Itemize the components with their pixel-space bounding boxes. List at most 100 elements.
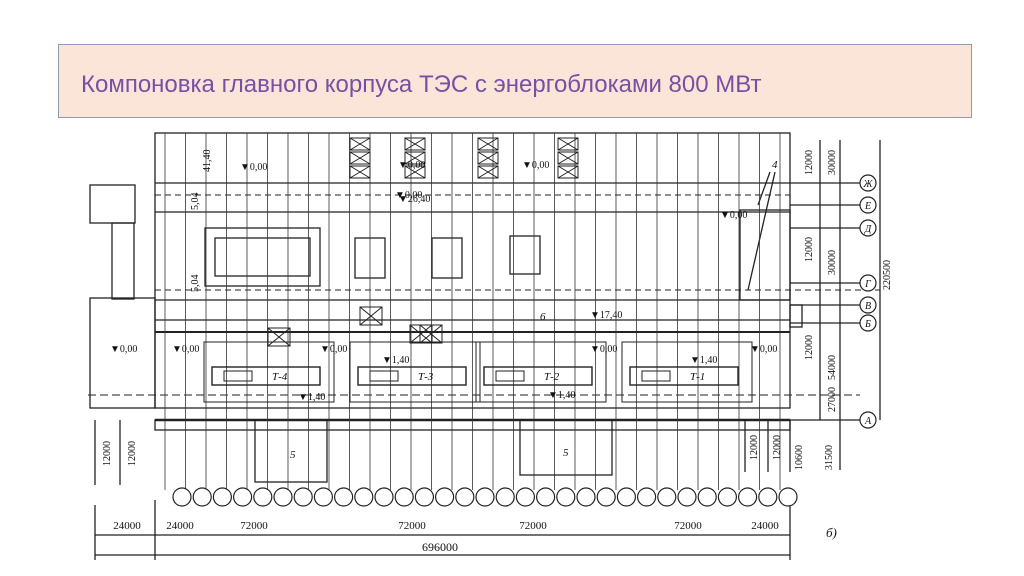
axis-marker [859,411,877,429]
turbine-label: Т-3 [418,371,434,383]
callout-number: 4 [772,159,778,171]
foundation-circle [414,487,434,507]
bottom-dim: 24000 [113,520,141,532]
box-cross [477,137,499,151]
bottom-right-dim: 10600 [794,445,805,470]
elevation-label: ▼0,00 [522,160,549,171]
foundation-circle [616,487,637,507]
bottom-right-dim: 12000 [749,435,760,460]
axis-marker [859,196,877,214]
box-cross [349,165,371,179]
foundation-circle [253,487,273,507]
foundation-circle [394,487,414,507]
box-cross [557,165,579,179]
equipment-box [349,151,371,165]
right-dim-total: 220500 [882,260,893,290]
title-banner: Компоновка главного корпуса ТЭС с энерго… [58,44,972,118]
box-cross [557,151,579,165]
turbine-casing [357,366,467,386]
vertical-mark: 5,04 [190,275,201,293]
foundation-circle [475,487,495,507]
turbine-bay [349,341,481,403]
equipment-box [557,137,579,151]
right-dim-inner: 12000 [804,237,815,262]
turbine-bay [475,341,607,403]
foundation-circle [313,487,333,507]
vertical-mark: 41,40 [202,150,213,173]
axis-label: Е [864,201,871,212]
turbine-casing [211,366,321,386]
elevation-label: ▼0,00 [395,190,422,201]
turbine-bay [621,341,753,403]
axis-marker [859,314,877,332]
equipment-box [267,327,291,347]
equipment-box [349,165,371,179]
turbine-label: Т-2 [544,371,560,383]
elevation-label: ▼17,40 [590,310,622,321]
axis-marker [859,174,877,192]
bottom-dim: 72000 [674,520,702,532]
equipment-box [359,306,383,326]
turbine-label: Т-1 [690,371,705,383]
foundation-circle [192,487,212,507]
foundation-circle [677,487,697,507]
bottom-right-dim: 31500 [824,445,835,470]
boiler-cell-inner [214,237,311,277]
callout-number: 5 [563,447,569,459]
elevation-label: ▼0,00 [398,160,425,171]
box-cross [404,165,426,179]
column-grid [164,133,781,490]
elevation-label: ▼1,40 [690,355,717,366]
overall-dim: 696000 [422,540,458,554]
right-dim-outer: 54000 [827,355,838,380]
bottom-dim: 72000 [240,520,268,532]
box-cross [477,165,499,179]
elevation-label: ▼1,40 [382,355,409,366]
turbine-label: Т-4 [272,371,288,383]
foundation-circle [515,487,536,507]
box-cross [267,327,291,347]
box-cross [359,306,383,326]
axis-label: А [864,416,872,427]
equipment-box [477,165,499,179]
equipment-box [349,137,371,151]
drawing-labels: ▼0,00▼0,00▼0,00▼0,00▼0,00▼0,00▼0,00▼0,00… [102,150,893,555]
elevation-label: ▼0,00 [110,344,137,355]
elevation-label: ▼0,00 [750,344,777,355]
axis-marker [859,274,877,292]
bottom-right-dim: 12000 [772,435,783,460]
generator [223,370,253,382]
foundation-circle [374,487,394,507]
axis-label: Ж [862,179,873,190]
foundation-circle [233,487,253,507]
foundation-circle [455,487,475,507]
foundation-circle [293,487,313,507]
boiler-cell [431,237,463,279]
box-cross [557,137,579,151]
generator [369,370,399,382]
equipment-box [404,137,426,151]
left-annex-mid [111,222,135,300]
callout-number: 5 [290,449,296,461]
elevation-label: ▼0,00 [240,162,267,173]
foundation-circle [737,487,758,507]
right-annex [739,209,791,301]
elevation-label: ▼1,40 [298,392,325,403]
equipment-box [404,151,426,165]
vertical-mark: 5,04 [190,193,201,211]
foundation-circle [334,487,354,507]
boiler-cell [204,227,321,287]
axis-marker [859,296,877,314]
left-dim: 12000 [102,441,113,466]
right-dim-outer: 27000 [827,387,838,412]
foundation-circle [273,487,293,507]
foundation-circle [535,487,556,507]
box-cross [404,137,426,151]
foundation-circles [172,487,798,507]
bottom-dim: 24000 [751,520,779,532]
callout-leader [747,171,776,291]
foundation-circle [657,487,677,507]
elevation-label: ▼0,00 [720,210,747,221]
foundation-circle [495,487,515,507]
